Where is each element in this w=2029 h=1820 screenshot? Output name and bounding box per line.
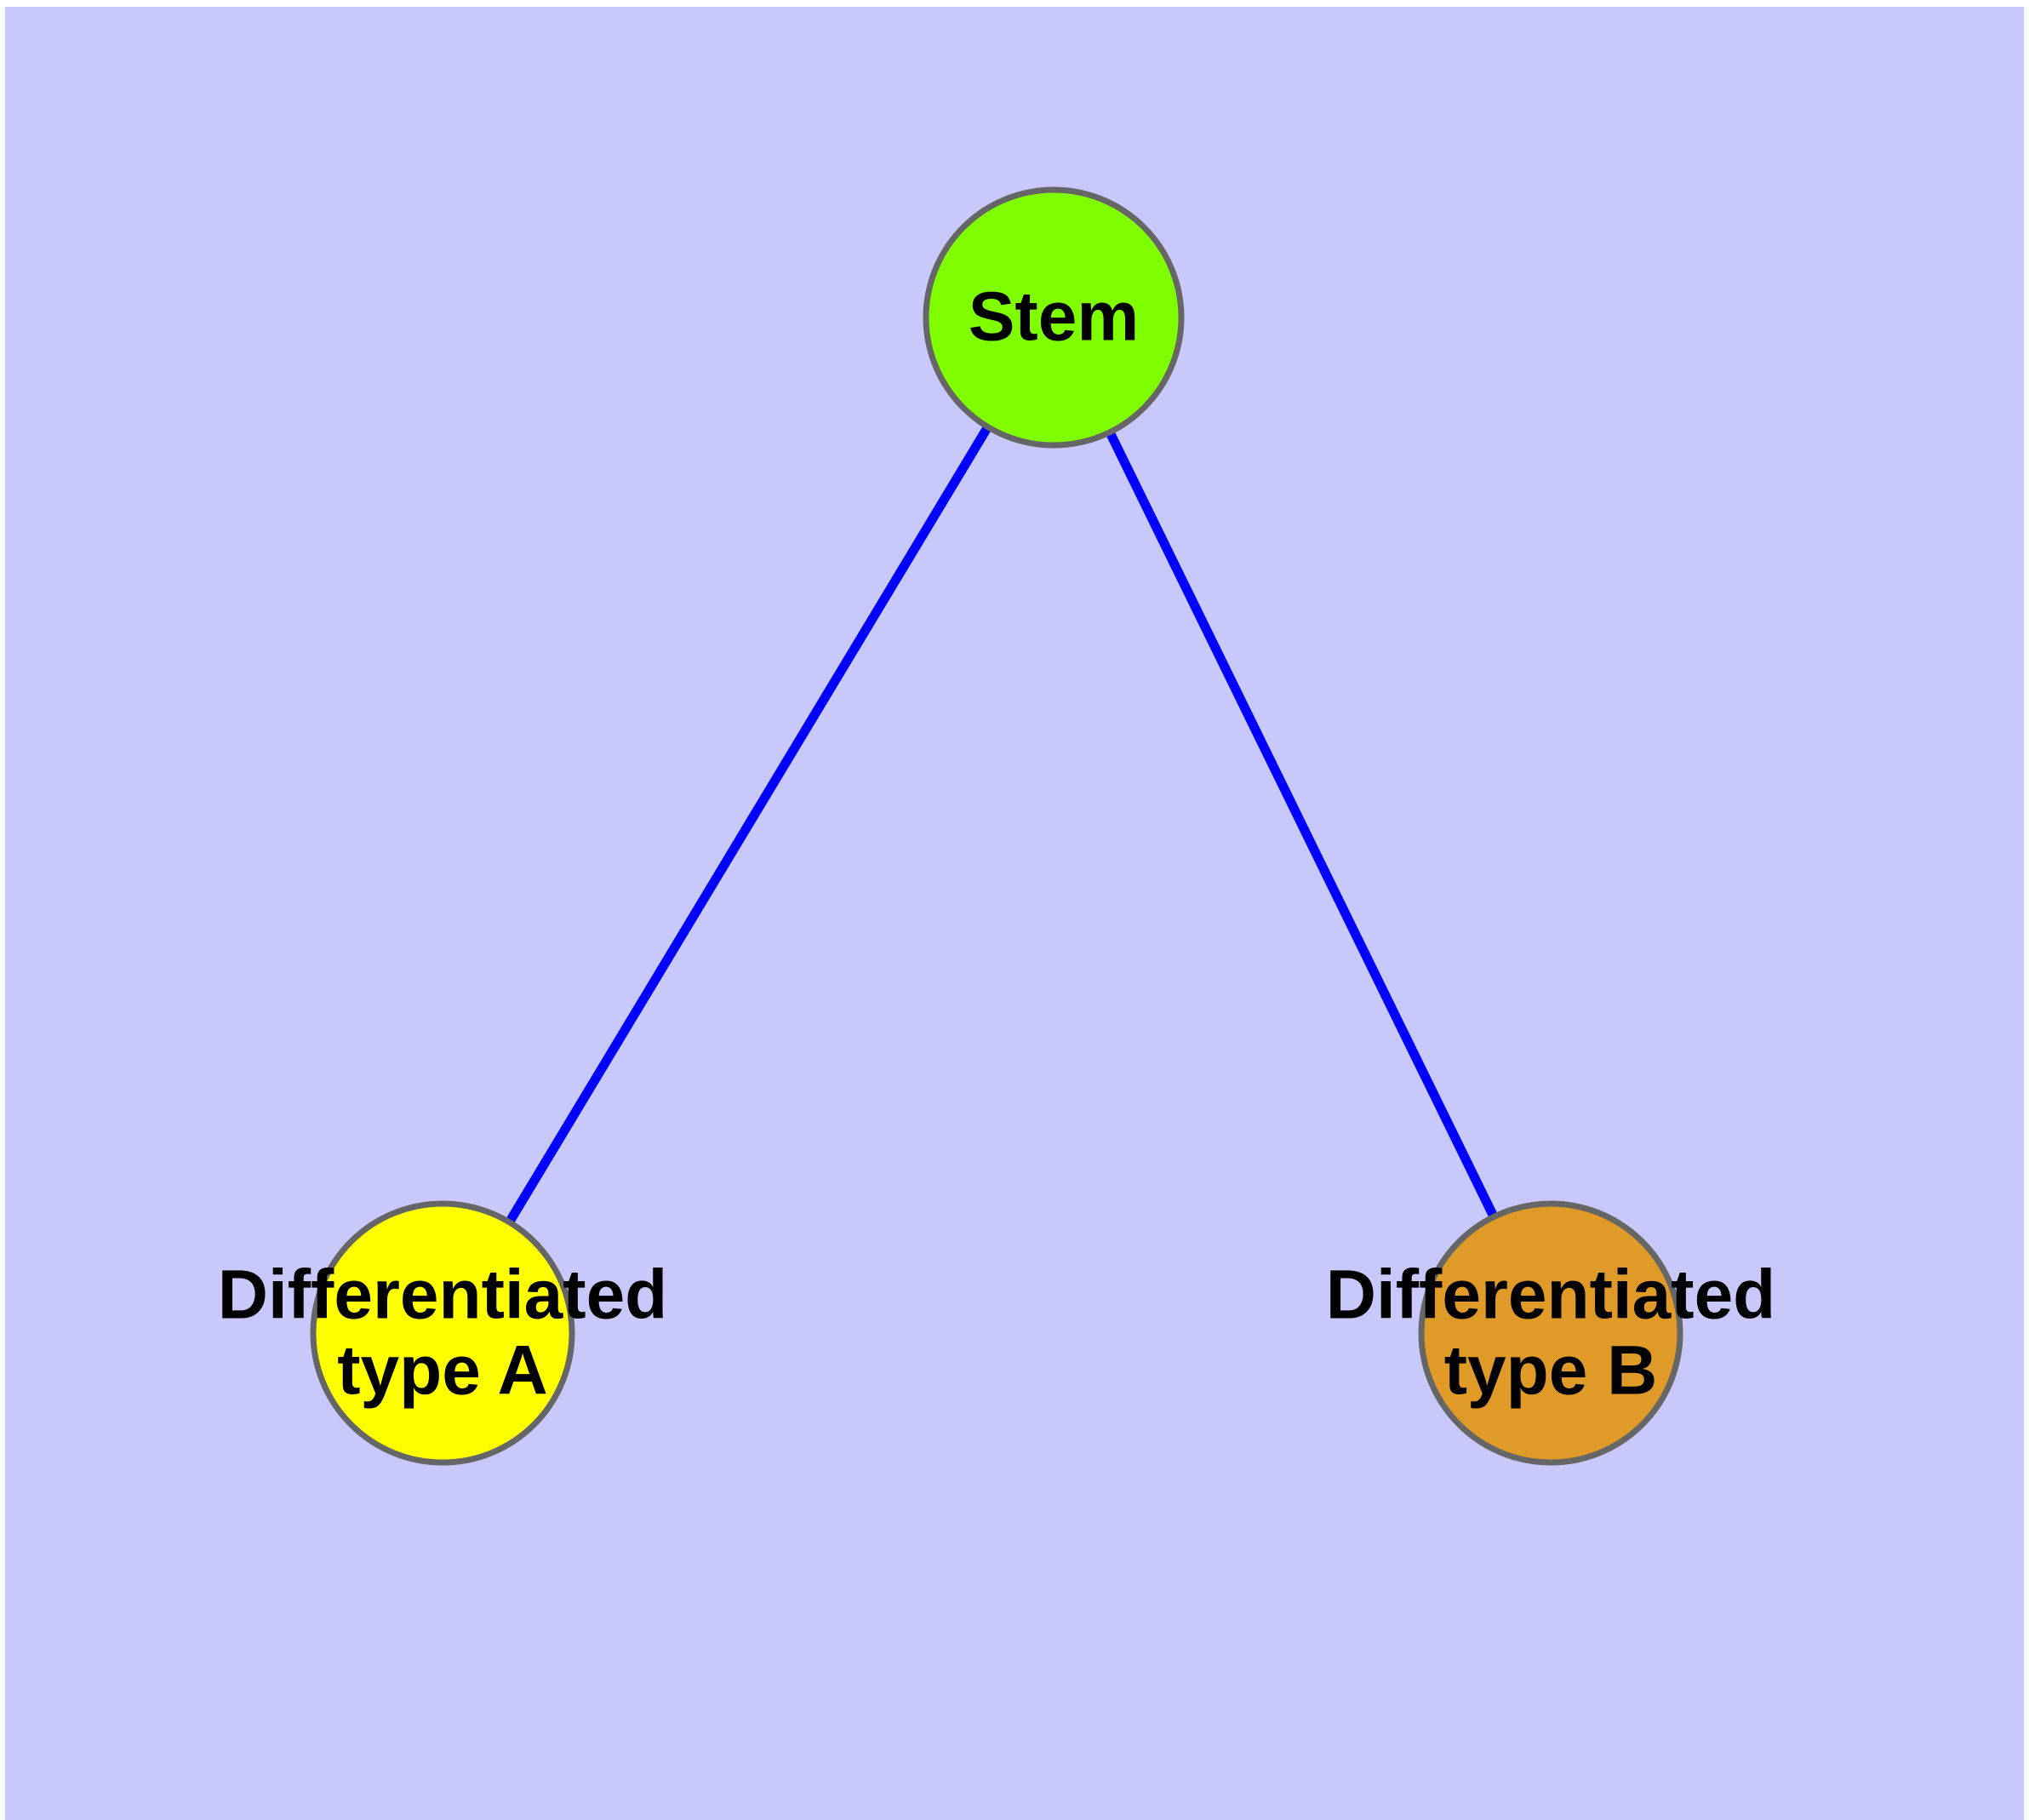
edge-stem-to-differentiated-type-a — [438, 315, 1058, 1336]
edge-layer — [438, 315, 1555, 1336]
node-differentiated-type-b[interactable] — [1418, 1200, 1683, 1466]
node-stem[interactable] — [923, 186, 1185, 449]
node-layer — [310, 186, 1683, 1466]
edge-stem-to-differentiated-type-b — [1049, 315, 1555, 1336]
node-differentiated-type-a[interactable] — [310, 1200, 575, 1466]
